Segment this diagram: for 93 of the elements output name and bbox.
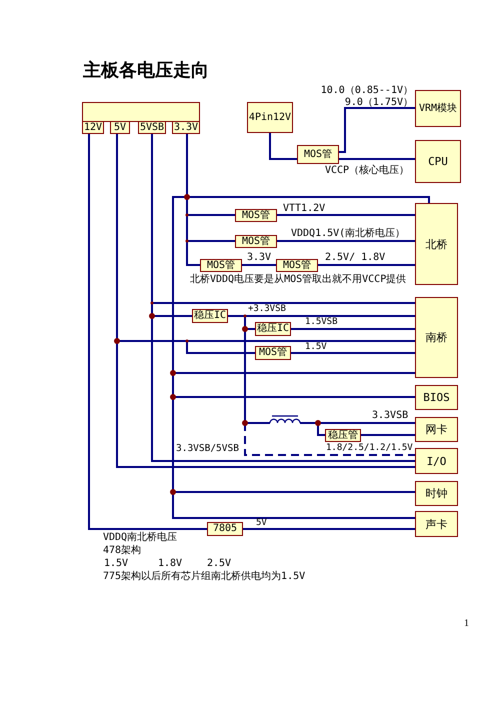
voltage-value: 1.5V — [104, 558, 128, 569]
note-text: 775架构以后所有芯片组南北桥供电均为1.5V — [103, 571, 306, 582]
power-line — [173, 396, 415, 398]
voltage-label: 1.5V — [305, 343, 327, 352]
power-line — [151, 134, 153, 303]
power-line — [243, 528, 415, 530]
voltage-value: 2.5V — [207, 558, 232, 569]
power-line — [318, 422, 415, 424]
power-line — [277, 214, 415, 216]
power-line — [245, 422, 270, 424]
chip-box: CPU — [415, 140, 461, 183]
component-box: BIOS — [415, 385, 458, 410]
voltage-label: +3.3VSB — [248, 305, 286, 314]
voltage-label: 1.5VSB — [305, 318, 338, 327]
voltage-label: VTT1.2V — [283, 204, 326, 214]
power-line — [172, 397, 174, 492]
note-text: 北桥VDDQ电压要是从MOS管取出就不用VCCP提供 — [190, 274, 406, 285]
mosfet-box: MOS管 — [297, 145, 339, 164]
power-line — [187, 196, 430, 203]
power-line — [318, 264, 415, 266]
regulator-box: 7805 — [207, 522, 243, 536]
power-line — [339, 158, 415, 160]
power-line — [186, 215, 188, 241]
power-line — [242, 264, 276, 266]
voltage-pin-box: 5V — [110, 121, 130, 134]
power-line — [300, 422, 318, 424]
power-line — [152, 315, 192, 317]
power-line — [245, 328, 255, 330]
power-line — [152, 302, 415, 304]
mosfet-box: MOS管 — [200, 259, 242, 272]
power-line — [88, 134, 207, 530]
power-line — [173, 372, 415, 374]
power-line — [187, 340, 415, 342]
chip-box: 南桥 — [415, 297, 458, 378]
component-box: 网卡 — [415, 417, 458, 442]
component-box: 时钟 — [415, 481, 458, 506]
power-connector-block — [82, 102, 200, 122]
power-line — [172, 492, 415, 519]
power-line — [244, 423, 415, 456]
regulator-box: 稳压IC — [192, 309, 228, 323]
title: 主板各电压走向 — [83, 60, 209, 82]
power-line — [172, 373, 174, 397]
power-line — [361, 434, 415, 436]
power-line — [244, 316, 246, 329]
mosfet-box: MOS管 — [235, 235, 277, 248]
power-connector-box: 4Pin12V — [247, 102, 293, 133]
voltage-label: 5V — [256, 519, 267, 528]
power-line — [116, 341, 415, 468]
mosfet-box: MOS管 — [276, 259, 318, 272]
voltage-label: 3.3VSB — [372, 411, 408, 421]
mosfet-box: MOS管 — [235, 209, 277, 222]
voltage-pin-box: 5VSB — [138, 121, 166, 134]
note-text: 478架构 — [103, 545, 142, 556]
power-line — [116, 134, 118, 341]
power-line — [291, 352, 415, 354]
component-box: I/O — [415, 448, 458, 474]
module-box: VRM模块 — [415, 90, 461, 127]
power-line — [244, 329, 246, 423]
voltage-pin-box: 3.3V — [172, 121, 200, 134]
voltage-label: 3.3V — [247, 253, 272, 263]
voltage-label: 2.5V/ 1.8V — [325, 253, 386, 263]
component-box: 声卡 — [415, 511, 458, 537]
power-line — [187, 214, 235, 216]
power-line — [186, 134, 188, 197]
mosfet-box: MOS管 — [255, 346, 291, 360]
voltage-note: 9.0（1.75V） — [344, 97, 413, 108]
voltage-note: 10.0（0.85--1V） — [320, 85, 413, 96]
power-line — [245, 315, 415, 317]
page-number: 1 — [464, 618, 469, 629]
power-line — [291, 328, 415, 330]
power-line — [186, 341, 255, 354]
power-line — [228, 315, 245, 317]
power-line — [186, 197, 188, 215]
chip-box: 北桥 — [415, 203, 458, 285]
power-line — [151, 316, 415, 462]
power-line — [269, 133, 297, 160]
power-line — [151, 303, 153, 316]
regulator-box: 稳压IC — [255, 322, 291, 336]
power-line — [187, 240, 235, 242]
voltage-label: 1.8/2.5/1.2/1.5V — [326, 444, 413, 453]
power-line — [117, 340, 187, 342]
voltage-label: 3.3VSB/5VSB — [176, 444, 239, 454]
power-line — [172, 196, 187, 373]
power-line — [277, 240, 415, 242]
power-line — [339, 107, 415, 153]
regulator-box: 稳压管 — [325, 429, 361, 442]
power-line — [173, 491, 415, 493]
note-text: VDDQ南北桥电压 — [103, 532, 178, 543]
voltage-value: 1.8V — [158, 558, 182, 569]
power-line — [317, 423, 325, 436]
power-line — [186, 241, 200, 266]
inductor-coil — [270, 415, 300, 423]
voltage-pin-box: 12V — [82, 121, 104, 134]
